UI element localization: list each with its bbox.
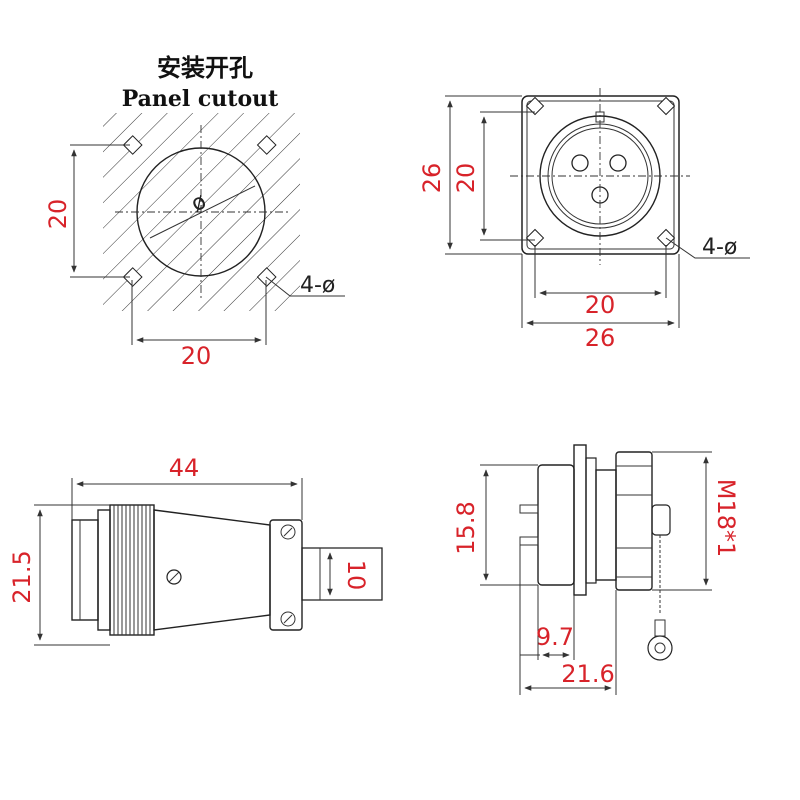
knurl-lines — [113, 505, 151, 635]
dim-inner-horizontal-label: 20 — [585, 291, 616, 319]
dim-thread-label: M18*1 — [712, 479, 740, 558]
front-view: 26 20 20 26 4-ø — [418, 88, 750, 352]
front-hole-label: 4-ø — [702, 235, 737, 260]
plug-front-shell — [71, 519, 99, 621]
socket-side-view: 15.8 M18*1 9.7 21.6 — [452, 444, 740, 695]
hole-label: 4-ø — [300, 273, 335, 298]
dim-outer-vertical-label: 26 — [418, 163, 446, 194]
dim-body-label: 15.8 — [452, 501, 480, 554]
plug-cable — [301, 547, 383, 601]
socket-pins — [571, 154, 627, 204]
socket-cap-lug — [651, 504, 671, 536]
socket-nut — [615, 451, 653, 591]
dim-vertical-label: 20 — [44, 199, 72, 230]
dim-length-label: 44 — [169, 454, 200, 482]
socket-flange — [573, 444, 587, 596]
socket-cap-ring — [647, 635, 673, 661]
dim-height-label: 21.5 — [8, 550, 36, 603]
dim-cable-label: 10 — [342, 560, 370, 591]
flange-square — [521, 95, 680, 255]
plug-screw — [166, 569, 182, 585]
plug-side-view: 44 21.5 10 — [8, 454, 383, 646]
dim-inner-vertical-label: 20 — [452, 163, 480, 194]
plug-cable-clamp — [269, 519, 303, 631]
diameter-leader — [149, 185, 256, 239]
socket-rear-pins — [519, 504, 539, 546]
socket-rear-body — [537, 464, 575, 586]
panel-cutout-title-en: Panel cutout — [122, 86, 279, 112]
dim-flange-label: 9.7 — [536, 623, 574, 651]
panel-cutout-view: 安装开孔 Panel cutout ø 20 20 4-ø — [44, 54, 345, 370]
hole-leader — [265, 276, 345, 297]
panel-cutout-title-cn: 安装开孔 — [157, 54, 253, 82]
dim-outer-horizontal-label: 26 — [585, 324, 616, 352]
plug-knurled-nut — [109, 504, 155, 636]
dim-total-label: 21.6 — [561, 660, 614, 688]
dim-horizontal-label: 20 — [181, 342, 212, 370]
